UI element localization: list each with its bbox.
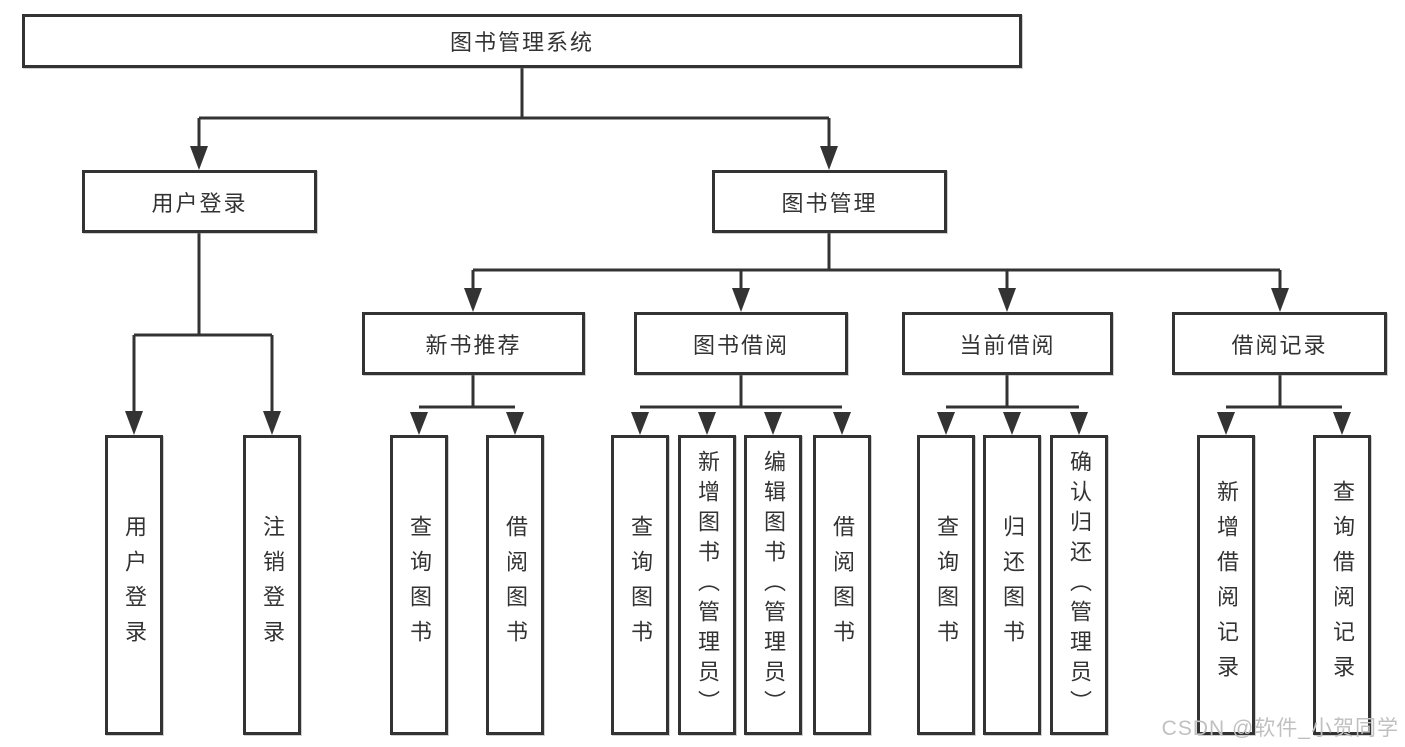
leaf-edit-books-admin-label: 编辑图书（管理员） [761,450,786,720]
node-user-login-label: 用户登录 [151,190,248,216]
node-book-management: 图书管理 [712,170,947,233]
leaf-confirm-return-admin: 确认归还（管理员） [1050,435,1108,735]
node-book-borrow-label: 图书借阅 [692,332,789,358]
leaf-user-login: 用户登录 [105,435,163,735]
leaf-edit-books-admin: 编辑图书（管理员） [744,435,802,735]
node-new-book-recommend-label: 新书推荐 [425,332,522,358]
leaf-add-borrow-record-label: 新增借阅记录 [1214,480,1239,690]
connector-current-borrow-children [937,375,1088,435]
leaf-add-borrow-record: 新增借阅记录 [1197,435,1255,735]
leaf-query-books: 查询图书 [390,435,448,735]
leaf-query-books: 查询图书 [917,435,975,735]
csdn-watermark: CSDN @软件_小贺同学 [1161,717,1399,740]
leaf-add-books-admin-label: 新增图书（管理员） [695,450,720,720]
node-library-system: 图书管理系统 [22,14,1022,68]
connector-root-to-level1 [190,68,838,170]
node-book-management-label: 图书管理 [781,190,878,216]
leaf-borrow-books-label: 借阅图书 [503,515,528,655]
leaf-borrow-books: 借阅图书 [813,435,871,735]
leaf-borrow-books-label: 借阅图书 [830,515,855,655]
leaf-return-books-label: 归还图书 [1000,515,1025,655]
leaf-query-books-label: 查询图书 [407,515,432,655]
connector-new-book-recommend-children [410,375,524,435]
leaf-return-books: 归还图书 [983,435,1041,735]
connector-book-borrow-children [631,375,851,435]
node-borrow-records: 借阅记录 [1172,312,1387,375]
leaf-query-borrow-record-label: 查询借阅记录 [1330,480,1355,690]
connector-user-login-children [125,233,281,435]
leaf-query-books-label: 查询图书 [628,515,653,655]
node-user-login: 用户登录 [82,170,317,233]
leaf-query-books: 查询图书 [611,435,669,735]
leaf-query-books-label: 查询图书 [934,515,959,655]
leaf-logout: 注销登录 [243,435,301,735]
leaf-borrow-books: 借阅图书 [486,435,544,735]
leaf-logout-label: 注销登录 [260,515,285,655]
leaf-add-books-admin: 新增图书（管理员） [678,435,736,735]
node-current-borrow-label: 当前借阅 [959,332,1056,358]
connector-book-management-children [464,233,1289,312]
leaf-query-borrow-record: 查询借阅记录 [1313,435,1371,735]
node-book-borrow: 图书借阅 [634,312,848,375]
leaf-confirm-return-admin-label: 确认归还（管理员） [1067,450,1092,720]
node-current-borrow: 当前借阅 [902,312,1113,375]
node-new-book-recommend: 新书推荐 [362,312,585,375]
leaf-user-login-label: 用户登录 [122,515,147,655]
node-borrow-records-label: 借阅记录 [1231,332,1328,358]
node-library-system-label: 图书管理系统 [449,30,594,55]
connector-borrow-records-children [1217,375,1351,435]
